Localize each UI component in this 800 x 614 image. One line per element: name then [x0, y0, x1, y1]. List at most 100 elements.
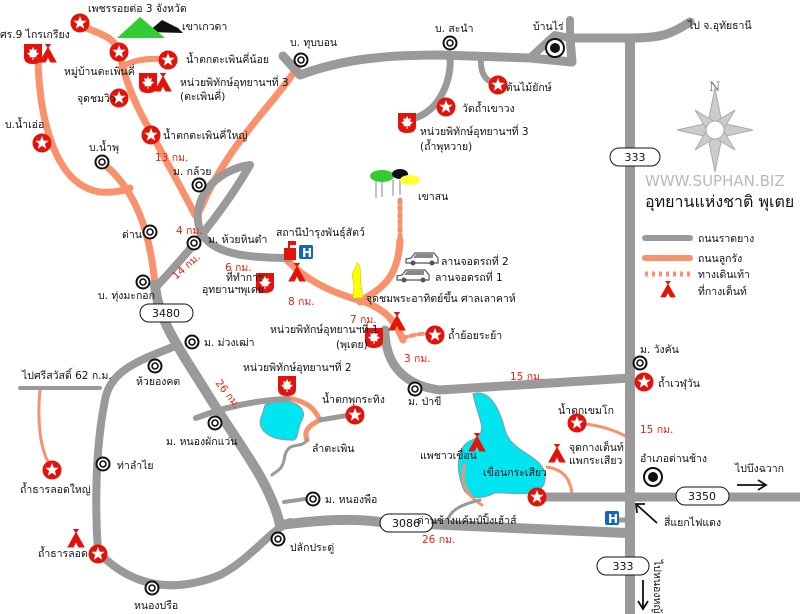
place-label: สถานีบำรุงพันธุ์สัตว์: [276, 226, 365, 239]
place-label: บ.น้ำพุ: [89, 140, 119, 154]
village-icon[interactable]: [191, 177, 207, 193]
place-label: ม. ป่าขี: [408, 395, 441, 408]
ranger-unit-icon[interactable]: [398, 113, 416, 133]
village-icon[interactable]: [144, 580, 160, 596]
legend-label: ที่กางเต็นท์: [698, 284, 747, 298]
place-label: หน่วยพิทักษ์อุทยานฯที่ 3: [180, 75, 289, 89]
dam-label: เขื่อนกระเสียว: [483, 465, 547, 479]
distance-label: 8 กม.: [288, 296, 315, 308]
attraction-stars: [32, 13, 654, 564]
place-label: ต้นไม้ยักษ์: [506, 81, 552, 94]
place-label: เพชรรอยต่อ 3 จังหวัด: [88, 3, 187, 15]
route-sign-333-top: 333: [609, 147, 661, 167]
legend-label: ทางเดินเท้า: [698, 269, 750, 281]
arrow-right-icon: [737, 479, 768, 491]
pine-forest-icon: [370, 169, 420, 198]
place-label: บ. ทุ่งมะกอก: [98, 290, 155, 302]
place-label: สี่แยกไฟแดง: [664, 515, 721, 529]
place-label: ท่าลำไย: [117, 459, 154, 472]
place-label: ถ้ำธารลอด: [38, 546, 88, 560]
star-icon[interactable]: [158, 50, 178, 70]
place-label: ลำตะเพิน: [312, 443, 354, 455]
route-sign-3086: 3086: [379, 513, 434, 533]
place-label: ม. ห้วยหินดำ: [208, 234, 267, 246]
place-label: เขาเกวดา: [182, 21, 227, 33]
place-label: หน่วยพิทักษ์อุทยานฯที่ 3: [420, 124, 529, 138]
place-label: บ.น้ำเอ่อ: [5, 117, 44, 131]
ranger-unit-icon[interactable]: [139, 73, 157, 93]
arrow-northwest-icon: [634, 503, 658, 524]
place-label: (ตะเพินคี่): [180, 89, 225, 103]
star-icon[interactable]: [70, 13, 90, 33]
village-icon[interactable]: [135, 274, 151, 290]
distance-label: 26 กม.: [422, 534, 455, 546]
village-icon[interactable]: [147, 358, 163, 374]
star-icon[interactable]: [32, 133, 52, 153]
place-label: หน่วยพิทักษ์อุทยานฯที่ 1: [270, 322, 379, 336]
star-icon[interactable]: [436, 97, 456, 117]
distance-label: 6 กม.: [225, 262, 252, 274]
star-icon[interactable]: [488, 75, 508, 95]
distance-label: 7 กม.: [350, 314, 377, 326]
place-label: หมู่บ้านตะเพินคี่: [64, 64, 135, 78]
village-icon[interactable]: [270, 531, 286, 547]
place-label: ที่ทำการ: [226, 270, 264, 284]
star-icon[interactable]: [634, 372, 654, 392]
village-icon[interactable]: [442, 35, 458, 51]
place-label: ไป จ.อุทัยธานี: [687, 19, 752, 32]
ranger-unit-icon[interactable]: [24, 44, 42, 64]
village-icon[interactable]: [186, 235, 202, 251]
village-icon[interactable]: [293, 52, 309, 68]
website-label: WWW.SUPHAN.BIZ: [645, 172, 785, 190]
place-label: ไปหนองหญ้าไซ: [651, 559, 664, 614]
village-icon[interactable]: [407, 381, 423, 397]
svg-text:3086: 3086: [392, 517, 420, 530]
place-label: ลานจอดรถที่ 2: [441, 254, 509, 268]
place-label: ถ้ำธารลอดใหญ่: [20, 482, 91, 496]
place-label: ม. ม่วงเฒ่า: [204, 337, 255, 349]
village-icon[interactable]: [142, 224, 158, 240]
place-label: น้ำตกตะเพินคี่น้อย: [186, 52, 269, 66]
ranger-unit-icon[interactable]: [278, 376, 296, 396]
village-icon[interactable]: [305, 491, 321, 507]
place-label: หน่วยพิทักษ์อุทยานฯที่ 2: [243, 360, 352, 374]
star-icon[interactable]: [88, 544, 108, 564]
place-label: ปลักประดู่: [290, 542, 334, 554]
star-icon[interactable]: [141, 125, 161, 145]
village-icon[interactable]: [184, 334, 200, 350]
route-sign-3480: 3480: [139, 303, 194, 323]
car-icon: [396, 269, 430, 283]
compass-rose-icon: [676, 87, 754, 173]
small-lake: [259, 400, 304, 441]
star-icon[interactable]: [425, 325, 445, 345]
star-icon[interactable]: [527, 487, 547, 507]
tent-icon: [67, 528, 85, 548]
star-icon[interactable]: [345, 405, 365, 425]
place-label: น้ำตกตะเพินคี่ใหญ่: [163, 128, 247, 142]
village-icon[interactable]: [94, 154, 110, 170]
village-icon[interactable]: [207, 415, 223, 431]
svg-text:333: 333: [625, 151, 646, 164]
black-mountain-icon: [148, 20, 183, 33]
place-label: ม. หนองผักแว่น: [166, 436, 237, 448]
distance-label: 15 กม.: [510, 371, 543, 383]
village-icon[interactable]: [632, 355, 648, 371]
kraseaw-reservoir: [457, 392, 546, 498]
place-label: วัดถ้ำเขาวง: [462, 101, 515, 115]
station-building-icon: [284, 241, 296, 260]
place-label: ด่านช้างแค้มป์ปิ้งเฮ้าส์: [417, 513, 517, 527]
place-label: (พุเตย): [336, 339, 368, 351]
star-icon[interactable]: [109, 42, 129, 62]
district-town-icon: [545, 38, 663, 487]
legend: ถนนราดยาง ถนนลูกรัง ทางเดินเท้า ที่กางเต…: [642, 233, 754, 298]
statue-icon: [351, 262, 364, 299]
star-icon[interactable]: [42, 460, 62, 480]
village-icon[interactable]: [95, 456, 111, 472]
place-label: จุดกางเต็นท์: [569, 440, 624, 454]
place-label: ถ้ำเวฬุวัน: [658, 376, 700, 390]
legend-label: ถนนราดยาง: [698, 233, 754, 245]
place-label: ลานจอดรถที่ 1: [435, 270, 503, 284]
distance-labels: 13 กม. 4 กม. 14 กม. 6 กม. 8 กม. 7 กม. 3 …: [155, 152, 673, 546]
